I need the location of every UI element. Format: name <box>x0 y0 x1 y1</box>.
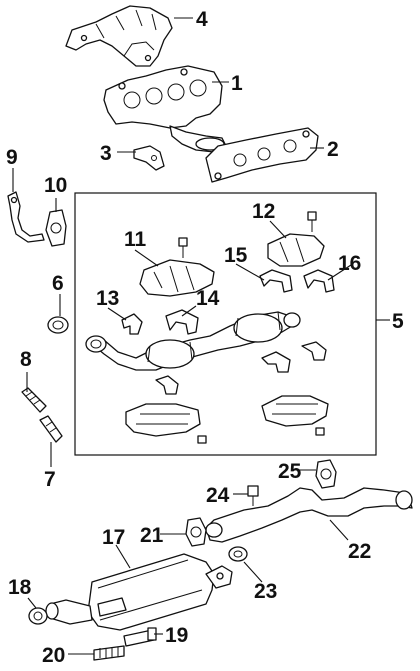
callout-18: 18 <box>8 576 32 599</box>
callout-12: 12 <box>252 200 275 223</box>
callout-22: 22 <box>348 540 371 563</box>
callout-7: 7 <box>44 468 56 491</box>
hanger-bracket-lower-left[interactable] <box>155 375 179 395</box>
callout-6: 6 <box>52 272 64 295</box>
gasket-23[interactable] <box>228 546 248 562</box>
gasket-18[interactable] <box>28 607 48 625</box>
callout-1: 1 <box>231 72 243 95</box>
bolt-12[interactable] <box>307 211 317 232</box>
callout-8: 8 <box>20 348 32 371</box>
bolt-24[interactable] <box>247 485 259 506</box>
callout-labels: 4 1 2 3 9 10 6 8 7 11 12 15 16 13 14 5 2… <box>6 8 404 667</box>
nut-left[interactable] <box>197 435 207 444</box>
exhaust-manifold-1[interactable] <box>103 65 227 153</box>
heat-shield-lower-left[interactable] <box>125 403 201 437</box>
insulator-10[interactable] <box>45 209 67 247</box>
leader-lines <box>12 17 390 655</box>
heat-shield-lower-right[interactable] <box>261 395 329 427</box>
callout-16: 16 <box>338 252 361 275</box>
converter-shield-11[interactable] <box>139 259 215 297</box>
hanger-bracket-right[interactable] <box>301 341 327 361</box>
bracket-16[interactable] <box>303 269 335 293</box>
converter-assembly-box <box>74 192 377 456</box>
bracket-15[interactable] <box>259 269 293 293</box>
bracket-3[interactable] <box>133 145 165 171</box>
bolt-11[interactable] <box>178 237 188 258</box>
hanger-bracket-mid-right[interactable] <box>261 351 291 373</box>
callout-17: 17 <box>102 526 125 549</box>
bracket-13[interactable] <box>121 313 143 335</box>
converter-shield-12[interactable] <box>267 233 325 267</box>
insulator-21[interactable] <box>185 517 207 547</box>
callout-9: 9 <box>6 146 18 169</box>
callout-5: 5 <box>392 310 404 333</box>
oxygen-sensor-8[interactable] <box>21 387 47 413</box>
callout-4: 4 <box>196 8 208 31</box>
callout-11: 11 <box>124 228 147 251</box>
callout-24: 24 <box>206 484 230 507</box>
muffler-17[interactable] <box>45 553 233 631</box>
nut-right[interactable] <box>315 427 325 436</box>
callout-14: 14 <box>196 287 220 310</box>
callout-15: 15 <box>224 244 248 267</box>
gasket-ring-6[interactable] <box>47 316 69 334</box>
hanger-rod-9[interactable] <box>7 191 45 243</box>
catalytic-converter-pipe[interactable] <box>85 311 301 371</box>
callout-20: 20 <box>42 644 65 667</box>
heat-shield-4[interactable] <box>65 5 173 67</box>
spring-20[interactable] <box>93 645 125 661</box>
oxygen-sensor-7[interactable] <box>39 415 63 443</box>
callout-10: 10 <box>44 174 67 197</box>
bracket-14[interactable] <box>165 309 199 335</box>
manifold-gasket-2[interactable] <box>205 127 319 183</box>
insulator-25[interactable] <box>315 459 337 489</box>
callout-21: 21 <box>140 524 164 547</box>
callout-13: 13 <box>96 287 119 310</box>
callout-23: 23 <box>254 580 277 603</box>
tail-pipe-22[interactable] <box>205 487 413 543</box>
callout-2: 2 <box>327 138 339 161</box>
bolt-19[interactable] <box>123 627 157 647</box>
callout-25: 25 <box>278 460 302 483</box>
callout-3: 3 <box>100 142 112 165</box>
callout-19: 19 <box>165 624 188 647</box>
